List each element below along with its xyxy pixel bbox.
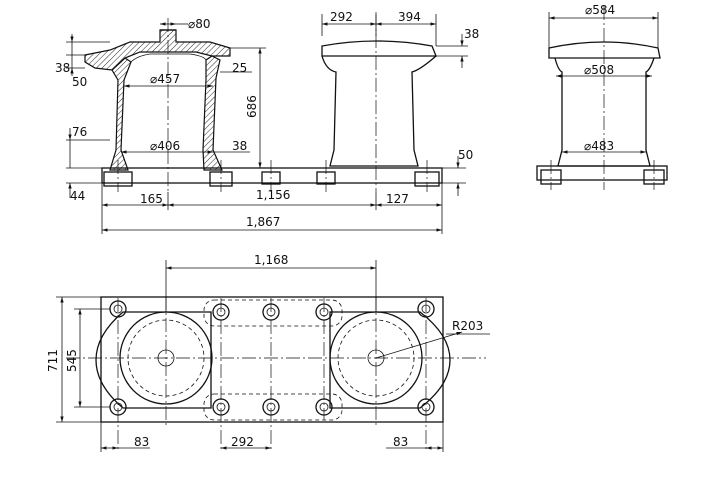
dim-wall-thickness: 38 — [232, 139, 247, 153]
dim-bollard-pitch: 1,168 — [254, 253, 288, 267]
dim-plate-thickness: 50 — [458, 148, 473, 162]
dim-neck-thickness: 25 — [232, 61, 247, 75]
dim-base-bottom: 44 — [70, 189, 85, 203]
dim-base-top: 76 — [72, 125, 87, 139]
dim-radius: R203 — [452, 319, 483, 333]
base-bolts — [103, 160, 440, 192]
dim-inner-top: ⌀457 — [150, 72, 180, 86]
dim-height: 686 — [245, 95, 259, 118]
dim-head-left: 292 — [330, 10, 353, 24]
dim-lower-dia: ⌀483 — [584, 139, 614, 153]
dim-lip-height: 50 — [72, 75, 87, 89]
dim-slot-pitch: 292 — [231, 435, 254, 449]
front-view: 292 394 38 ⌀80 38 50 ⌀457 25 686 — [55, 10, 479, 234]
left-bollard-section — [84, 18, 231, 192]
dim-top-hole: ⌀80 — [188, 17, 211, 31]
dim-rim-height: 38 — [55, 61, 70, 75]
dim-overall-width: 711 — [46, 349, 60, 372]
dim-overall-length: 1,867 — [246, 215, 280, 229]
plan-plate — [100, 296, 444, 423]
base-plate — [101, 167, 443, 184]
dim-head-dia: ⌀584 — [585, 3, 615, 17]
dim-center-span: 1,156 — [256, 188, 290, 202]
dim-left-edge: 165 — [140, 192, 163, 206]
dim-edge-left: 83 — [134, 435, 149, 449]
dim-bolt-span: 545 — [65, 349, 79, 372]
dim-head-right: 394 — [398, 10, 421, 24]
side-view: ⌀584 ⌀508 ⌀483 — [536, 3, 668, 190]
dim-upper-dia: ⌀508 — [584, 63, 614, 77]
dim-inner-bottom: ⌀406 — [150, 139, 180, 153]
dim-edge-right: 83 — [393, 435, 408, 449]
dim-head-thickness: 38 — [464, 27, 479, 41]
dim-right-edge: 127 — [386, 192, 409, 206]
right-bollard-elevation — [321, 12, 437, 192]
plan-view: 1,168 711 545 83 292 83 R203 — [46, 253, 490, 452]
